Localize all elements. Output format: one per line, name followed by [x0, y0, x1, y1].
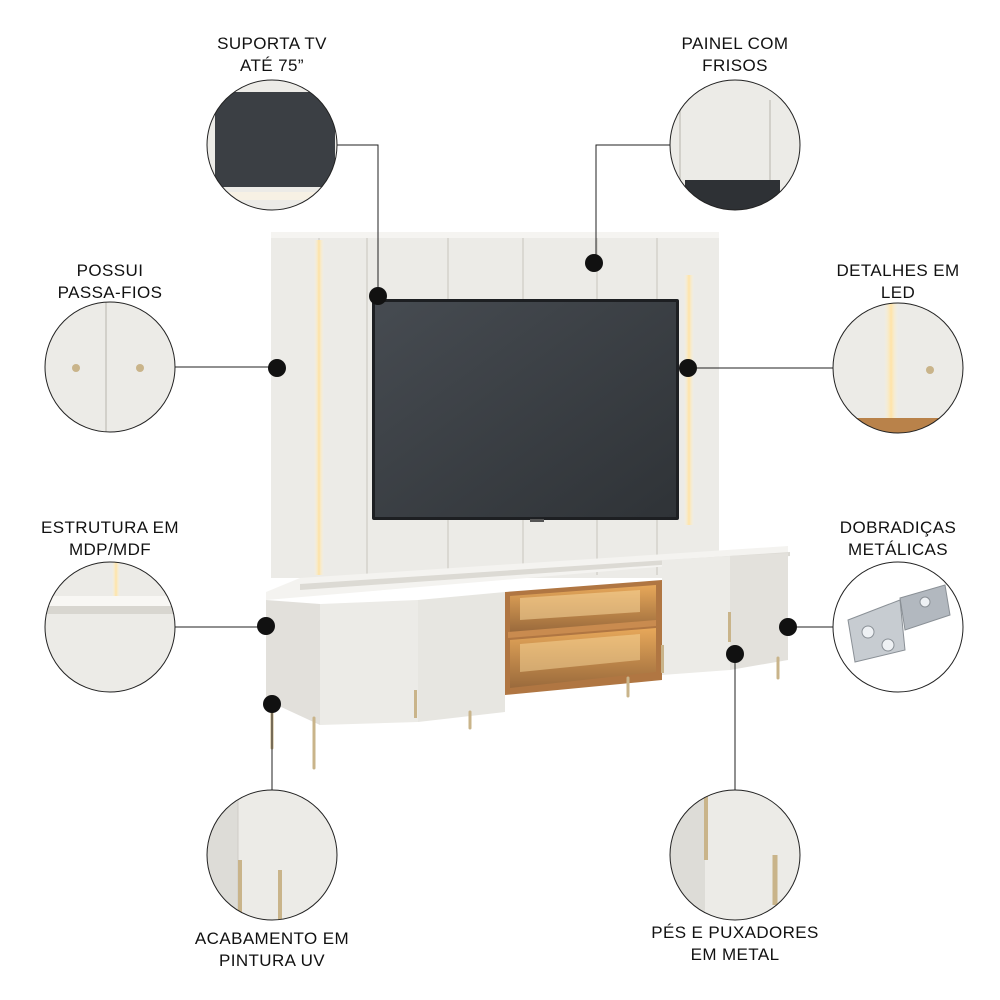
label-line: EM METAL: [690, 945, 780, 964]
label-line: PINTURA UV: [218, 951, 326, 970]
detail-circle-led: [832, 302, 964, 434]
led-strip-left: [314, 240, 324, 575]
label-line: LED: [880, 283, 916, 302]
label-line: PASSA-FIOS: [57, 283, 163, 302]
label-line: DOBRADIÇAS: [839, 518, 957, 537]
label-line: DETALHES EM: [836, 261, 960, 280]
hinge-icon: [847, 584, 951, 663]
detail-circle-dobradicas: [832, 561, 964, 693]
callout-dots: [257, 254, 797, 713]
label-line: PAINEL COM: [681, 34, 789, 53]
label-line: ATÉ 75”: [240, 56, 304, 75]
detail-circle-tv: [206, 79, 338, 211]
detail-circle-acabamento: [206, 789, 338, 921]
tv-panel: [271, 232, 719, 578]
label-acabamento: ACABAMENTO EM PINTURA UV: [162, 928, 382, 972]
callout-lines: [175, 144, 833, 790]
label-line: POSSUI: [76, 261, 144, 280]
label-detalhes-led: DETALHES EM LED: [788, 260, 1000, 304]
label-line: MDP/MDF: [68, 540, 152, 559]
label-dobradicas: DOBRADIÇAS METÁLICAS: [788, 517, 1000, 561]
label-line: FRISOS: [702, 56, 768, 75]
label-line: ACABAMENTO EM: [194, 929, 350, 948]
tv-rack: [266, 546, 790, 770]
detail-circle-pes: [669, 789, 801, 921]
label-line: PÉS E PUXADORES: [651, 923, 819, 942]
label-line: SUPORTA TV: [217, 34, 327, 53]
label-passa-fios: POSSUI PASSA-FIOS: [0, 260, 220, 304]
led-strip-right: [684, 275, 694, 525]
label-estrutura: ESTRUTURA EM MDP/MDF: [0, 517, 220, 561]
label-suporta-tv: SUPORTA TV ATÉ 75”: [162, 33, 382, 77]
detail-circle-passa-fios: [44, 301, 176, 433]
detail-circle-estrutura: [44, 561, 176, 693]
detail-circle-frisos: [669, 79, 801, 211]
label-painel-frisos: PAINEL COM FRISOS: [625, 33, 845, 77]
label-pes-puxadores: PÉS E PUXADORES EM METAL: [625, 922, 845, 966]
tv-screen: [375, 302, 676, 517]
label-line: METÁLICAS: [848, 540, 948, 559]
label-line: ESTRUTURA EM: [41, 518, 179, 537]
